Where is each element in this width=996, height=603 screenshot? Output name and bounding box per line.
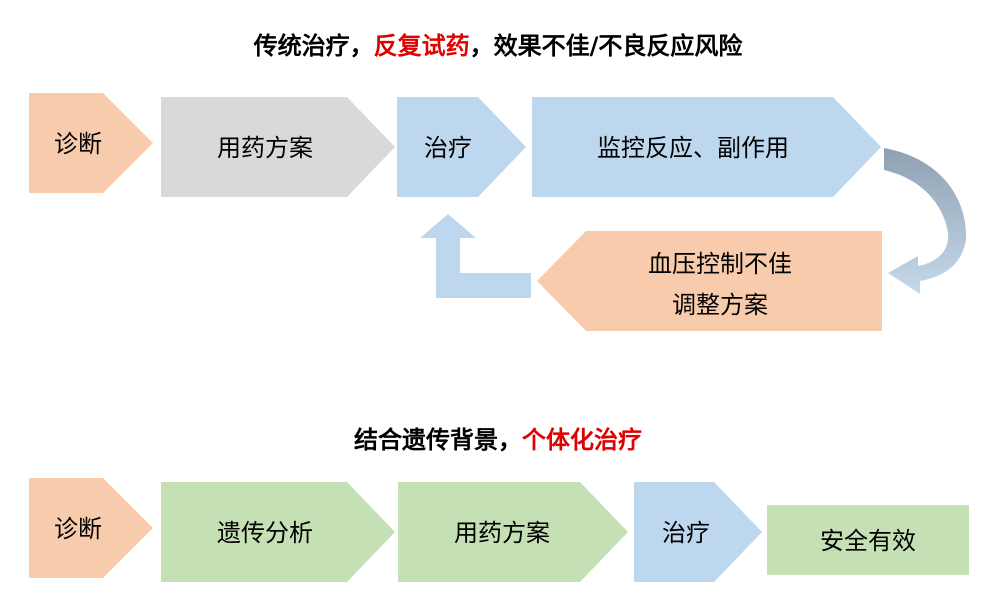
section1-step-monitor: 监控反应、副作用 (532, 97, 881, 197)
section1-step-plan: 用药方案 (161, 97, 395, 197)
monitor-arrow-shape (532, 97, 881, 197)
treatment2-label: 治疗 (662, 519, 710, 547)
section2-step-treatment: 治疗 (634, 482, 762, 582)
section1-step-diagnosis: 诊断 (29, 93, 153, 193)
section1-title: 传统治疗，反复试药，效果不佳/不良反应风险 (253, 32, 744, 60)
treatment-arrow-shape (397, 97, 526, 197)
result-box-shape (767, 505, 969, 575)
loop-back-arrow (420, 214, 531, 298)
treatment2-arrow-shape (634, 482, 762, 582)
section2-title-normal: 结合遗传背景， (354, 426, 522, 454)
section2-step-plan: 用药方案 (398, 482, 628, 582)
section2-title: 结合遗传背景，个体化治疗 (354, 426, 642, 454)
treatment-label: 治疗 (424, 134, 472, 162)
curved-return-arrow (884, 148, 967, 294)
section2-title-highlight: 个体化治疗 (522, 426, 642, 454)
section2-step-genetic: 遗传分析 (161, 482, 395, 582)
section1-step-adjust: 血压控制不佳 调整方案 (537, 231, 882, 331)
section2-step-diagnosis: 诊断 (29, 478, 153, 578)
genetic-arrow-shape (161, 482, 395, 582)
plan-label: 用药方案 (217, 134, 313, 162)
loop-back-arrow-shape (420, 214, 531, 298)
diagnosis-arrow-shape (29, 93, 153, 193)
plan2-arrow-shape (398, 482, 628, 582)
section1-title-normal: 传统治疗， (253, 32, 374, 60)
adjust-label-line1: 血压控制不佳 (648, 250, 792, 278)
diagnosis-label: 诊断 (54, 130, 102, 158)
adjust-arrow-shape (537, 231, 882, 331)
plan-arrow-shape (161, 97, 395, 197)
section2-step-result: 安全有效 (767, 505, 969, 575)
section1-step-treatment: 治疗 (397, 97, 526, 197)
plan2-label: 用药方案 (454, 519, 550, 547)
monitor-label: 监控反应、副作用 (597, 134, 789, 162)
genetic-label: 遗传分析 (217, 519, 313, 547)
curved-arrow-shape (884, 148, 967, 294)
section1-title-highlight: 反复试药 (374, 32, 470, 60)
section1-title-tail: ，效果不佳/不良反应风险 (470, 32, 744, 60)
diagnosis2-label: 诊断 (54, 515, 102, 543)
result-label: 安全有效 (820, 527, 916, 555)
diagnosis2-arrow-shape (29, 478, 153, 578)
adjust-label-line2: 调整方案 (672, 291, 768, 319)
